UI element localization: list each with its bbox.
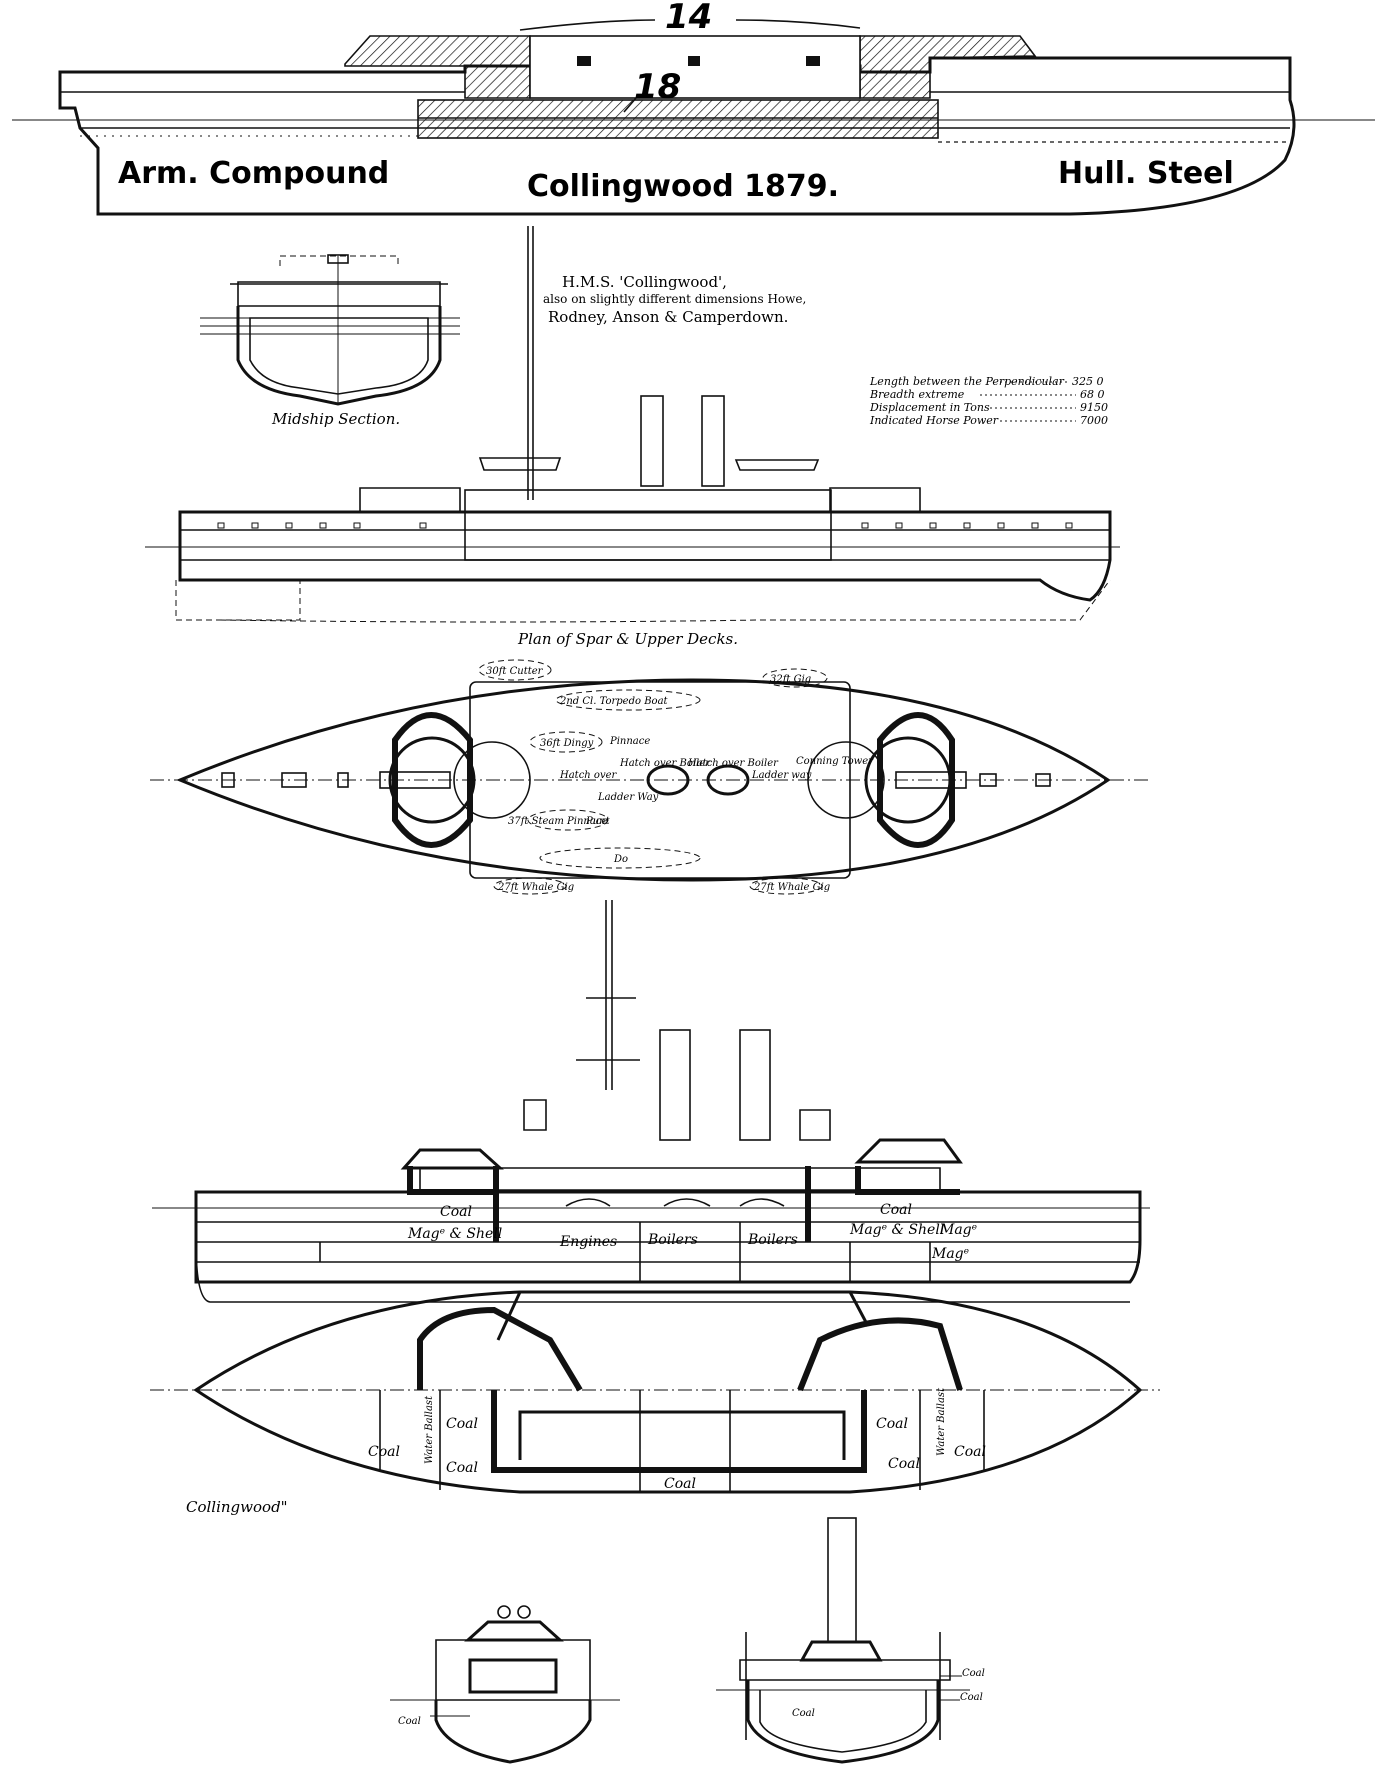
inboard-mag-shell-fwd: Magᵉ & Shell [407,1226,502,1242]
inboard-mag-2: Magᵉ [931,1246,969,1262]
lower-water-ballast-1: Water Ballast [424,1395,435,1464]
heading-line-3: Rodney, Anson & Camperdown. [548,308,788,326]
boat-cutter: 30ft Cutter [486,666,544,677]
boat-gig: 32ft Gig [770,674,811,685]
inboard-engines: Engines [559,1234,617,1250]
lower-coal-2: Coal [368,1444,400,1460]
belt-armour-thickness: 18 [634,67,681,107]
boat-steam-pinnace: 37ft Steam Pinnace [508,816,607,827]
ship-name-year-label: Collingwood 1879. [527,169,839,204]
fitting-ladder-right: Ladder way [751,770,812,781]
forward-section: Coal [390,1605,620,1764]
heading-line-1: H.M.S. 'Collingwood', [562,273,727,291]
particular-label: Indicated Horse Power [869,414,999,427]
midships-section: Coal Coal Coal [716,1517,985,1764]
particular-value: 68 0 [1080,388,1105,401]
fitting-ladder-left: Ladder Way [597,792,659,803]
heading-line-2: also on slightly different dimensions Ho… [543,292,806,306]
lower-deck-plan: Coal Coal Coal Coal Coal Coal Coal Water… [150,1290,1160,1494]
signature: Collingwood" [186,1498,288,1516]
lower-water-ballast-2: Water Ballast [936,1387,947,1456]
particular-value: 9150 [1080,401,1108,414]
inboard-coal: Coal [440,1204,472,1220]
boat-ditto: Do [613,854,628,865]
lower-coal-1: Coal [446,1416,478,1432]
section-coal-right-1: Coal [962,1668,985,1679]
inboard-boilers-2: Boilers [747,1232,798,1248]
section-coal-right-2: Coal [960,1692,983,1703]
boat-torpedo: 2nd Cl. Torpedo Boat [559,696,669,707]
lower-coal-4: Coal [664,1476,696,1492]
drawing-heading: H.M.S. 'Collingwood', also on slightly d… [543,273,806,326]
armour-material-label: Arm. Compound [118,156,389,191]
particular-label: Displacement in Tons [869,401,990,414]
inboard-boilers-1: Boilers [647,1232,698,1248]
boat-punt: Punt [585,816,611,827]
inboard-mag-1: Magᵉ [939,1222,977,1238]
outboard-profile [145,226,1120,623]
deck-plan-title: Plan of Spar & Upper Decks. [517,630,738,648]
midship-section-caption: Midship Section. [271,410,400,428]
lower-coal-6: Coal [888,1456,920,1472]
fitting-hatch-small: Hatch over [559,770,618,781]
deck-plan: Plan of Spar & Upper Decks. 30ft Cutter … [150,630,1150,895]
particular-value: 325 0 [1072,375,1104,388]
armour-profile: 14 18 Arm. Compound Collingwood 1879. Hu… [12,0,1375,216]
inboard-mag-shell-aft: Magᵉ & Shell [849,1222,944,1238]
lower-coal-3: Coal [446,1460,478,1476]
section-coal-left: Coal [398,1716,421,1727]
lower-coal-7: Coal [954,1444,986,1460]
inboard-profile: Coal Coal Magᵉ & Shell Engines Boilers B… [152,900,1150,1303]
boat-dingy: 36ft Dingy [540,738,594,749]
section-coal-right-3: Coal [792,1708,815,1719]
particular-label: Breadth extreme [869,388,965,401]
fitting-hatch-boiler-1: Hatch over Boiler [619,758,711,769]
fitting-hatch-boiler-2: Hatch over Boiler [687,758,779,769]
particular-label: Length between the Perpendicular [869,375,1065,388]
inboard-coal-aft: Coal [880,1202,912,1218]
particulars-table: Length between the Perpendicular 325 0 B… [869,375,1108,427]
boat-whale-gig-right: 27ft Whale Gig [753,882,830,893]
fitting-conning-tower: Conning Tower [796,756,874,767]
lower-coal-5: Coal [876,1416,908,1432]
boat-pinnace: Pinnace [609,736,650,747]
particular-value: 7000 [1080,414,1108,427]
top-armour-thickness: 14 [665,0,712,37]
boat-whale-gig-left: 27ft Whale Gig [497,882,574,893]
portholes [217,522,1073,529]
hull-material-label: Hull. Steel [1058,156,1234,191]
midship-section: Midship Section. [200,254,460,428]
